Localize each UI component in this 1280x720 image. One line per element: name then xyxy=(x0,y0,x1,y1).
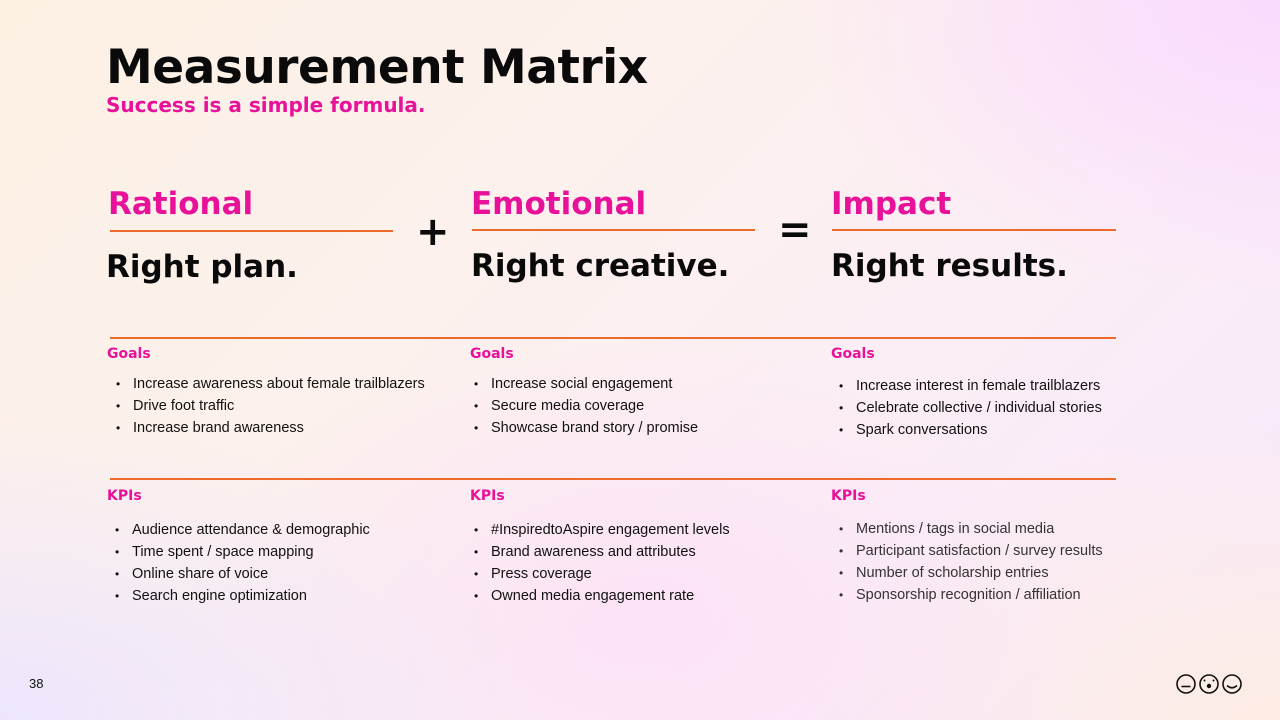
rational-kpis-label: KPIs xyxy=(107,488,142,504)
list-item: Increase awareness about female trailbla… xyxy=(108,373,425,395)
rational-goals-list: Increase awareness about female trailbla… xyxy=(108,373,425,439)
list-item: Number of scholarship entries xyxy=(831,562,1103,584)
impact-goals-label: Goals xyxy=(831,346,875,362)
emotional-kpis-label: KPIs xyxy=(470,488,505,504)
impact-kpis-list: Mentions / tags in social media Particip… xyxy=(831,518,1103,606)
impact-goals-list: Increase interest in female trailblazers… xyxy=(831,375,1102,441)
impact-tagline: Right results. xyxy=(831,248,1068,284)
goals-section-rule xyxy=(110,337,1116,339)
page-number: 38 xyxy=(29,676,44,691)
list-item: Increase brand awareness xyxy=(108,417,425,439)
list-item: Press coverage xyxy=(466,563,730,585)
emotional-heading-rule xyxy=(472,229,755,231)
list-item: Brand awareness and attributes xyxy=(466,541,730,563)
list-item: Sponsorship recognition / affiliation xyxy=(831,584,1103,606)
list-item: Showcase brand story / promise xyxy=(466,417,698,439)
list-item: Increase social engagement xyxy=(466,373,698,395)
list-item: Spark conversations xyxy=(831,419,1102,441)
list-item: Audience attendance & demographic xyxy=(107,519,370,541)
emotional-goals-list: Increase social engagement Secure media … xyxy=(466,373,698,439)
list-item: Participant satisfaction / survey result… xyxy=(831,540,1103,562)
impact-heading: Impact xyxy=(831,186,952,222)
rational-heading-rule xyxy=(110,230,393,232)
list-item: Increase interest in female trailblazers xyxy=(831,375,1102,397)
list-item: Drive foot traffic xyxy=(108,395,425,417)
list-item: Mentions / tags in social media xyxy=(831,518,1103,540)
list-item: Celebrate collective / individual storie… xyxy=(831,397,1102,419)
slide-subtitle: Success is a simple formula. xyxy=(106,93,426,117)
list-item: Owned media engagement rate xyxy=(466,585,730,607)
three-faces-logo-icon xyxy=(1175,672,1245,700)
list-item: #InspiredtoAspire engagement levels xyxy=(466,519,730,541)
list-item: Time spent / space mapping xyxy=(107,541,370,563)
emotional-heading: Emotional xyxy=(471,186,647,222)
impact-kpis-label: KPIs xyxy=(831,488,866,504)
kpis-section-rule xyxy=(110,478,1116,480)
list-item: Secure media coverage xyxy=(466,395,698,417)
emotional-goals-label: Goals xyxy=(470,346,514,362)
plus-icon: + xyxy=(416,209,450,255)
slide-title: Measurement Matrix xyxy=(106,40,648,95)
emotional-kpis-list: #InspiredtoAspire engagement levels Bran… xyxy=(466,519,730,607)
rational-tagline: Right plan. xyxy=(106,249,298,285)
list-item: Search engine optimization xyxy=(107,585,370,607)
equals-icon: = xyxy=(778,207,812,253)
rational-kpis-list: Audience attendance & demographic Time s… xyxy=(107,519,370,607)
list-item: Online share of voice xyxy=(107,563,370,585)
impact-heading-rule xyxy=(832,229,1116,231)
rational-goals-label: Goals xyxy=(107,346,151,362)
rational-heading: Rational xyxy=(108,186,254,222)
emotional-tagline: Right creative. xyxy=(471,248,730,284)
